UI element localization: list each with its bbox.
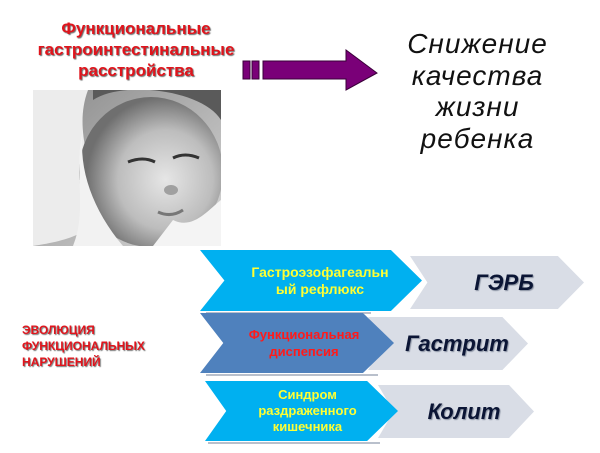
title-line-2: гастроинтестинальные — [37, 40, 235, 59]
outcome-text: Снижение качества жизни ребенка — [395, 28, 560, 154]
row-divider — [208, 442, 380, 444]
source-dyspepsia-line-2: диспепсия — [269, 344, 339, 359]
result-chevron-gerd: ГЭРБ — [410, 256, 584, 309]
outcome-line-4: ребенка — [420, 122, 535, 154]
result-gerd-label: ГЭРБ — [474, 269, 534, 295]
source-dyspepsia-line-1: Функциональная — [248, 327, 360, 342]
source-ibs-line-1: Синдром — [278, 387, 337, 402]
result-gastritis-label: Гастрит — [405, 330, 509, 356]
result-chevron-gastritis: Гастрит — [368, 317, 528, 370]
right-arrow-icon — [242, 49, 378, 91]
outcome-line-3: жизни — [435, 91, 520, 122]
outcome-line-2: качества — [411, 59, 544, 91]
result-chevron-colitis: Колит — [378, 385, 534, 438]
outcome-line-1: Снижение — [407, 28, 548, 59]
title-line-3: расстройства — [78, 61, 194, 80]
source-chevron-ibs: Синдром раздраженного кишечника — [205, 381, 398, 441]
source-ibs-line-3: кишечника — [272, 419, 343, 434]
evolution-line-1: ЭВОЛЮЦИЯ — [22, 323, 95, 337]
source-gerd-line-1: Гастроэзофагеальн — [251, 263, 389, 280]
source-gerd-line-2: ый рефлюкс — [275, 280, 365, 297]
row-divider — [206, 374, 378, 376]
evolution-line-2: ФУНКЦИОНАЛЬНЫХ — [22, 339, 145, 353]
evolution-line-3: НАРУШЕНИЙ — [22, 355, 101, 369]
result-colitis-label: Колит — [427, 398, 501, 424]
slide-title: Функциональные гастроинтестинальные расс… — [0, 18, 272, 81]
source-chevron-dyspepsia: Функциональная диспепсия — [200, 313, 394, 373]
child-photo — [33, 90, 221, 246]
source-chevron-gerd: Гастроэзофагеальн ый рефлюкс — [200, 250, 422, 311]
source-ibs-line-2: раздраженного — [258, 403, 357, 418]
title-line-1: Функциональные — [61, 19, 211, 38]
evolution-label: ЭВОЛЮЦИЯ ФУНКЦИОНАЛЬНЫХ НАРУШЕНИЙ — [22, 322, 145, 370]
